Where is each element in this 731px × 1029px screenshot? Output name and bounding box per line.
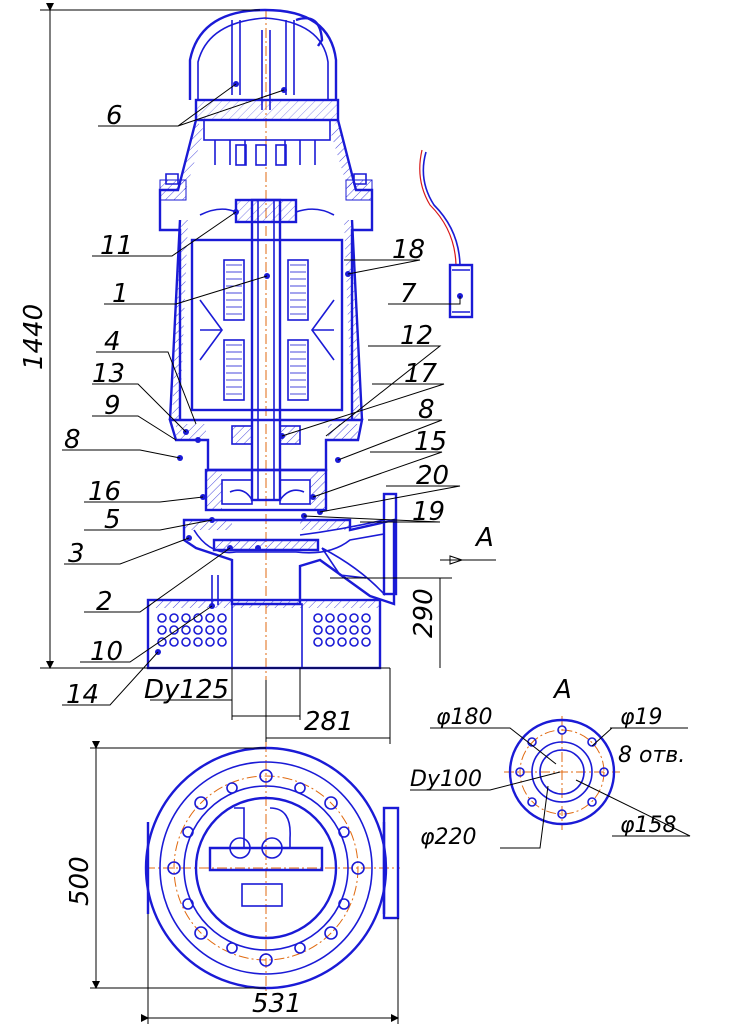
- pump-section-view: [146, 8, 463, 680]
- stator: [190, 238, 344, 412]
- callout-6: 6: [106, 101, 123, 131]
- callout-10: 10: [90, 637, 123, 667]
- discharge-flange-top: [382, 806, 400, 920]
- dim-d158: φ158: [620, 813, 677, 838]
- callout-5: 5: [104, 505, 121, 535]
- dim-1440: 1440: [19, 304, 49, 370]
- dim-d180: φ180: [436, 705, 493, 730]
- callout-9: 9: [104, 391, 121, 421]
- callout-18: 18: [392, 235, 425, 265]
- callout-7: 7: [400, 279, 417, 309]
- dim-8-holes: 8 отв.: [618, 743, 685, 768]
- callout-16: 16: [88, 477, 121, 507]
- dim-531: 531: [252, 989, 302, 1019]
- callout-14: 14: [66, 680, 99, 710]
- view-a-flange: [410, 716, 691, 849]
- callout-8-right: 8: [418, 395, 435, 425]
- callout-1: 1: [112, 279, 129, 309]
- dim-dy100: Dy100: [410, 767, 482, 792]
- callout-17: 17: [404, 359, 438, 389]
- shaft: [250, 198, 282, 502]
- dim-d220: φ220: [420, 825, 477, 850]
- callout-4: 4: [104, 327, 121, 357]
- cable-entry: [295, 17, 324, 47]
- strainer-holes: [157, 613, 371, 647]
- discharge-flange: [382, 492, 398, 596]
- strainer: [146, 598, 382, 670]
- callout-15: 15: [414, 427, 447, 457]
- volute-casing: [182, 518, 396, 606]
- callout-19: 19: [412, 497, 445, 527]
- callout-20: 20: [416, 461, 449, 491]
- dim-281: 281: [304, 707, 354, 737]
- section-arrow-label: A: [474, 523, 494, 553]
- callout-2: 2: [96, 587, 113, 617]
- callout-11: 11: [100, 231, 133, 261]
- dim-dy125: Dy125: [144, 675, 229, 705]
- dim-d19: φ19: [620, 705, 663, 730]
- callout-12: 12: [400, 321, 433, 351]
- callout-3: 3: [68, 539, 85, 569]
- pump-top-view: [90, 741, 400, 1024]
- labels: 6 11 1 4 13 9 8 16 5 3 2 10 14 18 7 12 1…: [19, 101, 685, 1019]
- sensor-body: [448, 263, 474, 319]
- lifting-handle: [188, 8, 338, 100]
- view-a-title: A: [552, 675, 572, 705]
- dimension-lines: [40, 3, 496, 744]
- bolt-ring: [167, 769, 365, 967]
- dim-500: 500: [65, 856, 95, 906]
- callout-8-left: 8: [64, 425, 81, 455]
- dim-290: 290: [409, 588, 439, 638]
- callout-leaders: [62, 83, 461, 706]
- sensor-cable: [419, 149, 457, 266]
- float-sensor: [419, 149, 474, 319]
- callout-13: 13: [92, 359, 125, 389]
